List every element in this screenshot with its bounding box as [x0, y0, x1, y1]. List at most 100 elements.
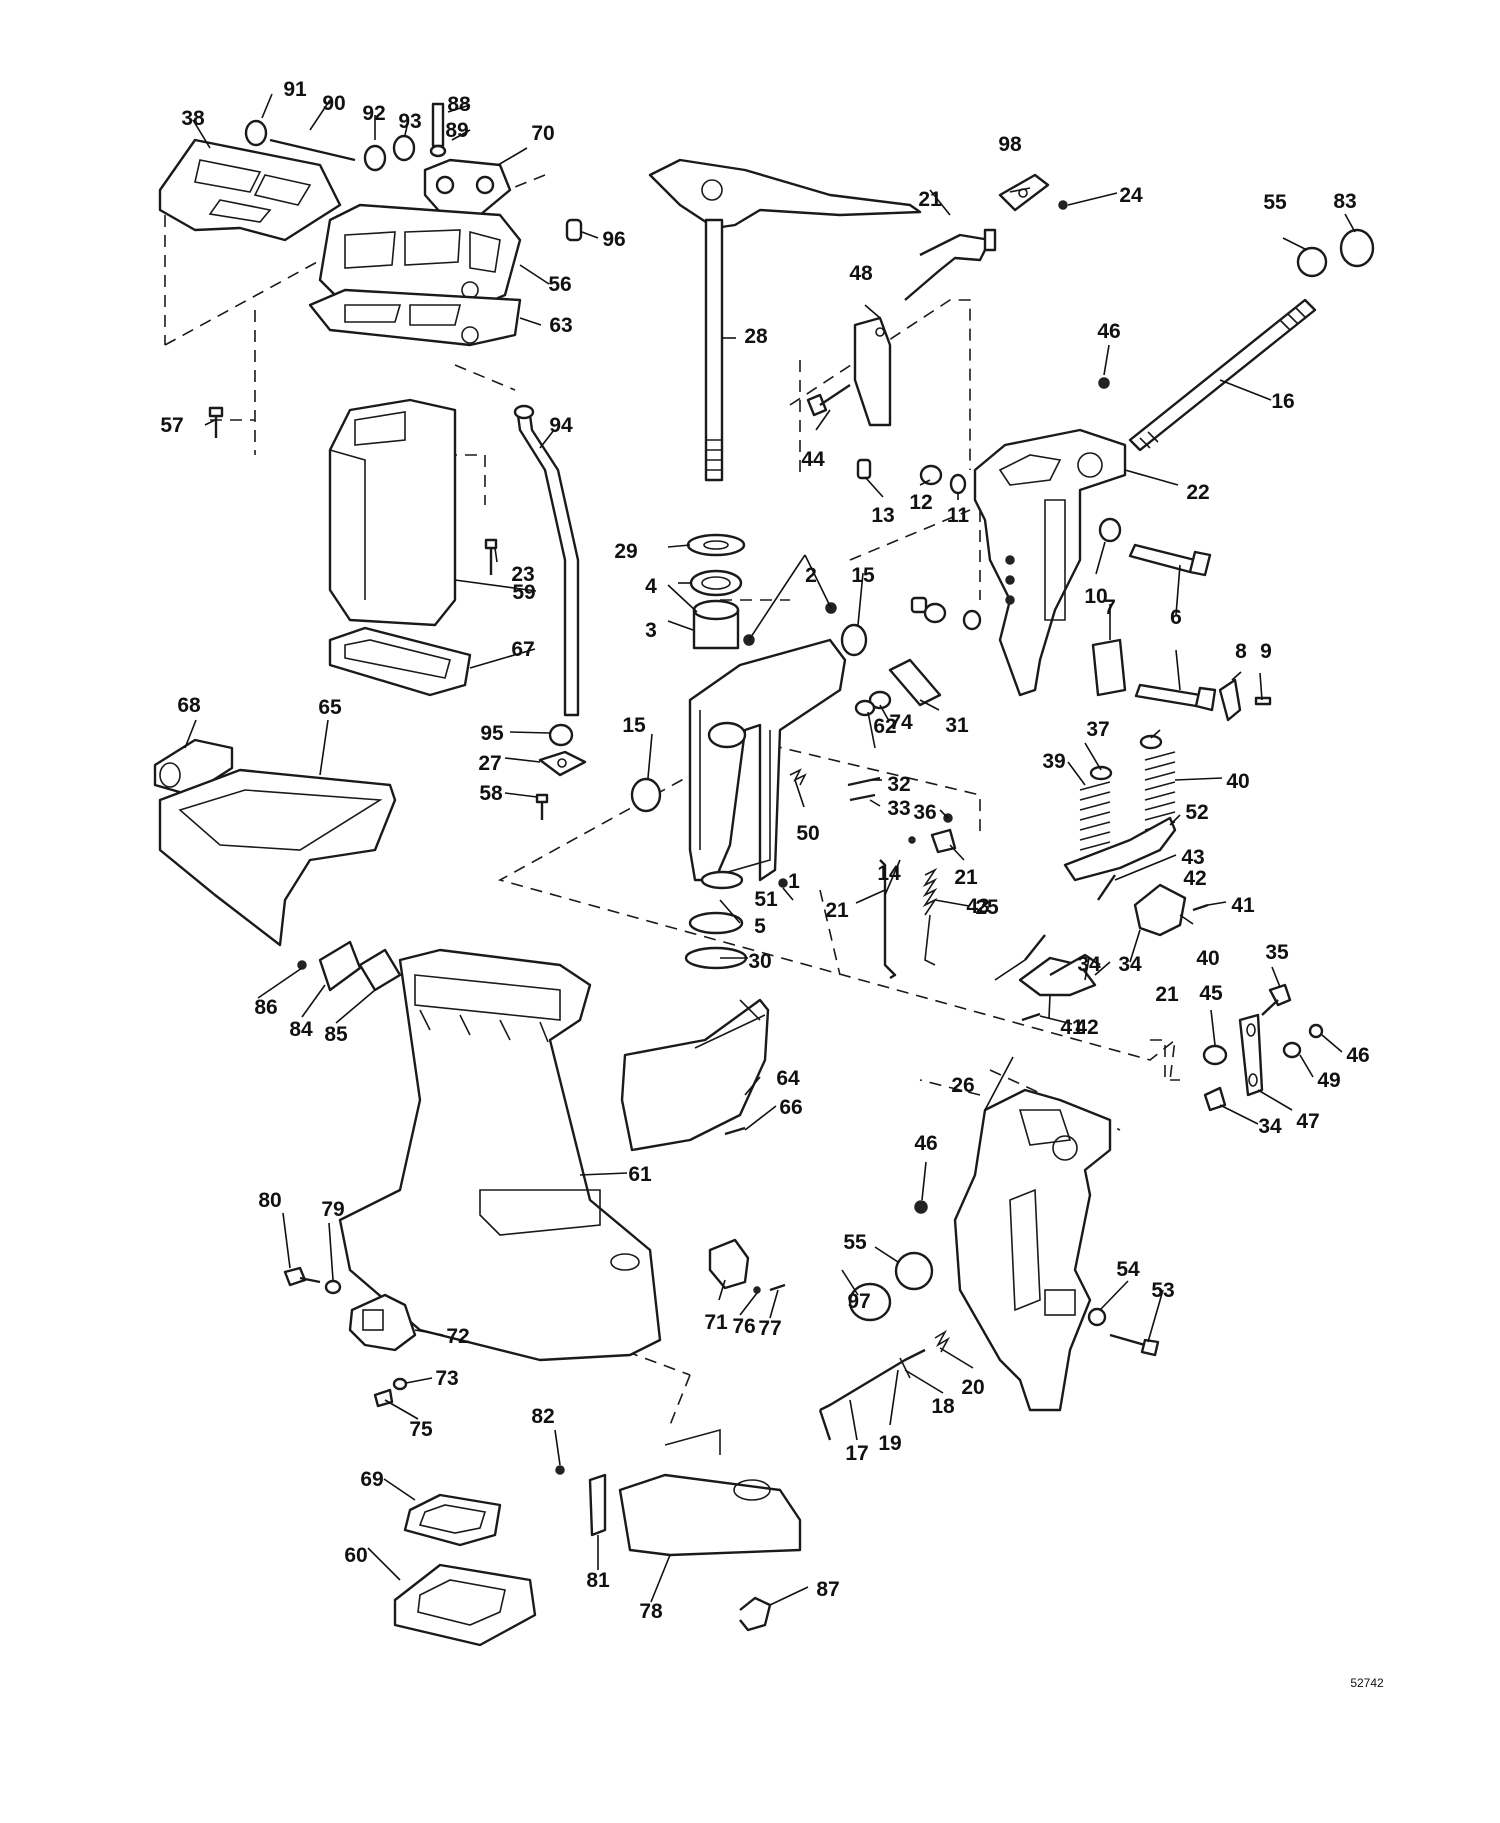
callout-label: 2	[805, 564, 817, 587]
callout-label: 41	[1060, 1016, 1084, 1039]
washer-76	[753, 1286, 761, 1294]
thru-bolts	[1128, 543, 1217, 712]
screw-51	[778, 878, 788, 888]
clip-87	[739, 1596, 772, 1632]
callout-label: 91	[283, 78, 307, 101]
washer-73	[392, 1377, 408, 1391]
callout-label: 49	[1317, 1069, 1340, 1092]
screw-75	[373, 1388, 394, 1408]
callout-label: 36	[913, 801, 936, 824]
clamp-bracket-stud	[1128, 298, 1317, 452]
callout-label: 94	[549, 414, 573, 437]
stud-cap-nut	[1339, 228, 1375, 268]
callout-labels: 1 2 3 4 5 6 7 8 9 10 11 12 13 14 15 15 1…	[160, 78, 1369, 1623]
callout-label: 81	[586, 1569, 610, 1592]
nut-46-lower	[914, 1200, 928, 1214]
pad-68	[153, 738, 234, 797]
callout-label: 82	[531, 1405, 554, 1428]
screw-57	[208, 406, 224, 438]
callout-label: 11	[947, 504, 970, 527]
callout-label: 14	[877, 862, 901, 885]
callout-label: 34	[1258, 1115, 1282, 1138]
callout-label: 87	[816, 1578, 839, 1601]
adapter-plate-gasket	[158, 138, 342, 242]
callout-label: 46	[914, 1132, 937, 1155]
bolt-and-washers	[244, 102, 447, 172]
callout-label: 34	[1077, 953, 1101, 976]
reverse-lock-lever	[853, 316, 892, 427]
pivot-pin	[854, 658, 942, 717]
callout-label: 48	[849, 262, 873, 285]
leader-lines	[184, 93, 1356, 1606]
callout-label: 43	[966, 895, 989, 918]
callout-label: 28	[744, 325, 768, 348]
nut-12b	[923, 602, 947, 624]
block-71	[708, 1238, 750, 1290]
bracket-72	[348, 1293, 417, 1352]
water-tube	[513, 404, 580, 717]
callout-label: 15	[622, 714, 646, 737]
callout-label: 54	[1116, 1258, 1140, 1281]
tilt-adjust-link	[1202, 983, 1324, 1112]
spacer-13b	[910, 596, 928, 614]
callout-label: 68	[177, 694, 201, 717]
bolt-44	[806, 384, 851, 417]
screw-82	[555, 1465, 565, 1475]
washer-54	[1087, 1307, 1107, 1327]
bracket-8	[1218, 678, 1242, 722]
screw-24	[484, 538, 498, 575]
callout-label: 88	[447, 93, 471, 116]
plate-84	[318, 940, 362, 992]
callout-label: 25	[975, 896, 999, 919]
screw-9	[1254, 696, 1272, 706]
callout-label: 20	[961, 1376, 984, 1399]
nut-46-top	[1098, 377, 1110, 389]
callout-label: 4	[645, 575, 657, 598]
callout-label: 5	[754, 915, 766, 938]
callout-label: 13	[871, 504, 894, 527]
shift-lever-top	[904, 228, 997, 301]
callout-label: 50	[796, 822, 819, 845]
callout-label: 55	[1263, 191, 1287, 214]
tilt-lock-rod	[818, 1329, 951, 1441]
seal-69	[403, 1493, 502, 1547]
drive-shaft-housing	[338, 948, 662, 1362]
tilt-springs	[1063, 734, 1177, 882]
callout-label: 85	[324, 1023, 348, 1046]
callout-label: 1	[788, 870, 800, 893]
callout-label: 43	[1181, 846, 1204, 869]
callout-label: 89	[445, 119, 468, 142]
screw-77	[769, 1283, 786, 1292]
callout-label: 16	[1271, 390, 1294, 413]
callout-label: 33	[887, 797, 910, 820]
starboard-clamp-bracket	[973, 428, 1127, 697]
callout-label: 90	[322, 92, 345, 115]
washer-11b	[962, 609, 982, 631]
callout-label: 46	[1346, 1044, 1369, 1067]
callout-label: 6	[1170, 606, 1182, 629]
pin-42-upper	[1192, 903, 1209, 912]
callout-label: 96	[602, 228, 625, 251]
callout-label: 45	[1199, 982, 1223, 1005]
callout-label: 46	[1097, 320, 1120, 343]
screw-86	[297, 960, 307, 970]
callout-label: 56	[548, 273, 571, 296]
callout-label: 47	[1296, 1110, 1319, 1133]
callout-label: 35	[1265, 941, 1289, 964]
callout-label: 83	[1333, 190, 1356, 213]
callout-label: 19	[878, 1432, 901, 1455]
grommet-and-plate	[535, 723, 587, 820]
gasket-85	[358, 948, 402, 992]
callout-label: 51	[754, 888, 778, 911]
stud-nut	[1296, 246, 1328, 278]
callout-label: 32	[887, 773, 910, 796]
callout-label: 59	[512, 581, 535, 604]
spring-50	[789, 768, 807, 786]
callout-label: 97	[847, 1290, 870, 1313]
callout-label: 12	[909, 491, 932, 514]
callout-label: 74	[889, 711, 913, 734]
callout-label: 41	[1231, 894, 1255, 917]
callout-label: 77	[758, 1317, 781, 1340]
callout-label: 93	[398, 110, 421, 133]
screw-80-and-washer-79	[283, 1266, 342, 1295]
